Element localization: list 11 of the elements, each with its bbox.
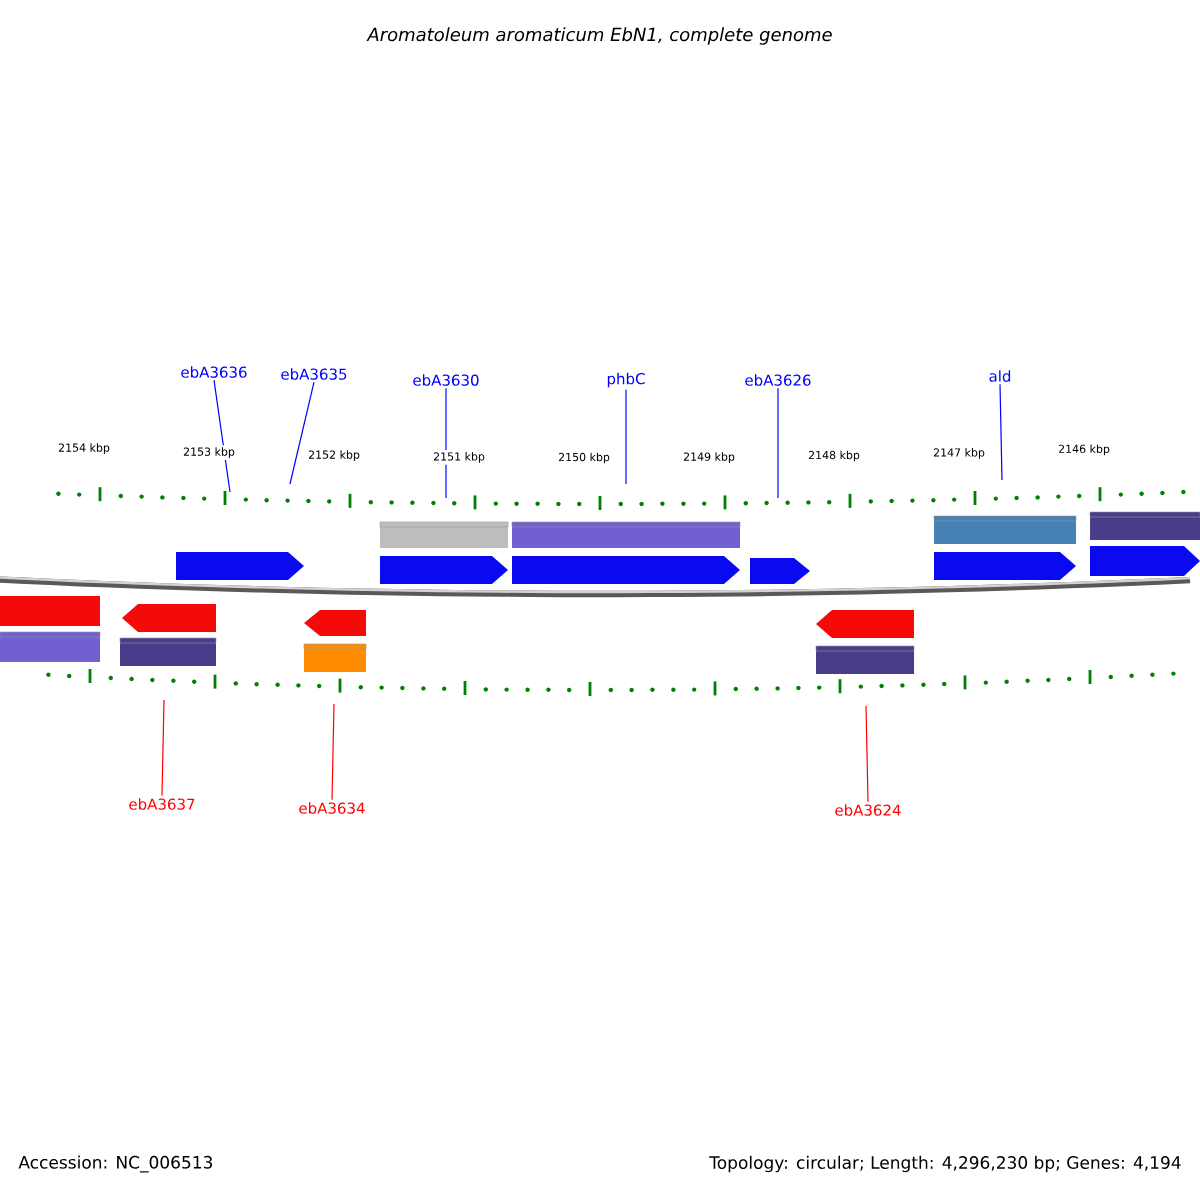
leader-line	[999, 383, 1003, 481]
leader-line	[213, 379, 231, 493]
leader-line	[625, 389, 627, 485]
leader-line	[777, 387, 779, 499]
accession-note: Accession: NC_006513	[18, 1155, 212, 1173]
genome-summary: Topology: circular; Length: 4,296,230 bp; Genes: 4,194	[709, 1155, 1181, 1173]
page-title: Aromatoleum aromaticum EbN1, complete genome	[366, 27, 832, 45]
leader-line	[865, 705, 869, 803]
leader-line	[161, 699, 165, 797]
leader-line	[289, 381, 315, 485]
leader-line	[331, 703, 335, 801]
